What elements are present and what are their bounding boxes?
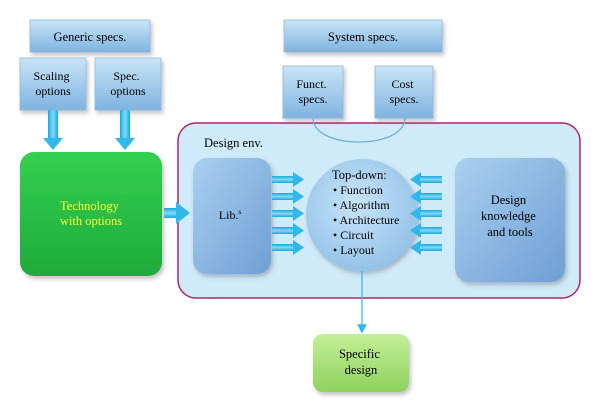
topdown-item-layout: • Layout <box>333 243 375 257</box>
specs-merge-curve <box>312 117 406 143</box>
technology-to-lib-arrow <box>164 202 190 224</box>
generic-specs-box <box>29 19 151 53</box>
lib-to-topdown-arrows <box>272 172 304 255</box>
system-specs-box <box>283 19 443 53</box>
funct-specs-box <box>282 65 344 119</box>
specific-design-box <box>313 334 409 392</box>
system-specs-label: System specs. <box>328 30 398 44</box>
topdown-title: Top-down: <box>332 168 387 182</box>
spec-options-label: Spec. options <box>110 69 146 98</box>
knowledge-arrow-5 <box>410 240 442 255</box>
scaling-options-box <box>19 57 87 111</box>
topdown-item-algorithm: • Algorithm <box>333 198 390 212</box>
knowledge-arrow-2 <box>410 189 442 204</box>
technology-box <box>20 152 162 276</box>
design-env-label: Design env. <box>204 136 263 150</box>
scaling-to-technology-arrow <box>43 110 63 150</box>
cost-specs-box <box>374 65 434 119</box>
topdown-item-architecture: • Architecture <box>333 213 400 227</box>
lib-arrow-2 <box>272 189 304 204</box>
lib-arrow-1 <box>272 172 304 187</box>
topdown-item-circuit: • Circuit <box>333 228 374 242</box>
scaling-options-label: Scaling options <box>34 69 73 98</box>
spec-options-box <box>94 57 162 111</box>
lib-arrow-5 <box>272 240 304 255</box>
topdown-circle <box>306 159 418 271</box>
technology-label: Technology with options <box>60 199 122 228</box>
lib-label: Lib.s <box>219 208 242 222</box>
knowledge-arrow-3 <box>410 206 442 221</box>
specific-design-label: Specific design <box>339 347 383 377</box>
design-knowledge-label: Design knowledge and tools <box>481 193 539 239</box>
cost-specs-label: Cost specs. <box>390 77 419 106</box>
knowledge-arrow-1 <box>410 172 442 187</box>
spec-to-technology-arrow <box>115 110 135 150</box>
topdown-item-function: • Function <box>333 183 383 197</box>
lib-box <box>193 158 271 274</box>
knowledge-to-topdown-arrows <box>410 172 442 255</box>
lib-arrow-3 <box>272 206 304 221</box>
generic-specs-label: Generic specs. <box>54 30 127 44</box>
lib-arrow-4 <box>272 223 304 238</box>
funct-specs-label: Funct. specs. <box>296 77 329 106</box>
knowledge-arrow-4 <box>410 223 442 238</box>
design-knowledge-box <box>455 158 565 282</box>
